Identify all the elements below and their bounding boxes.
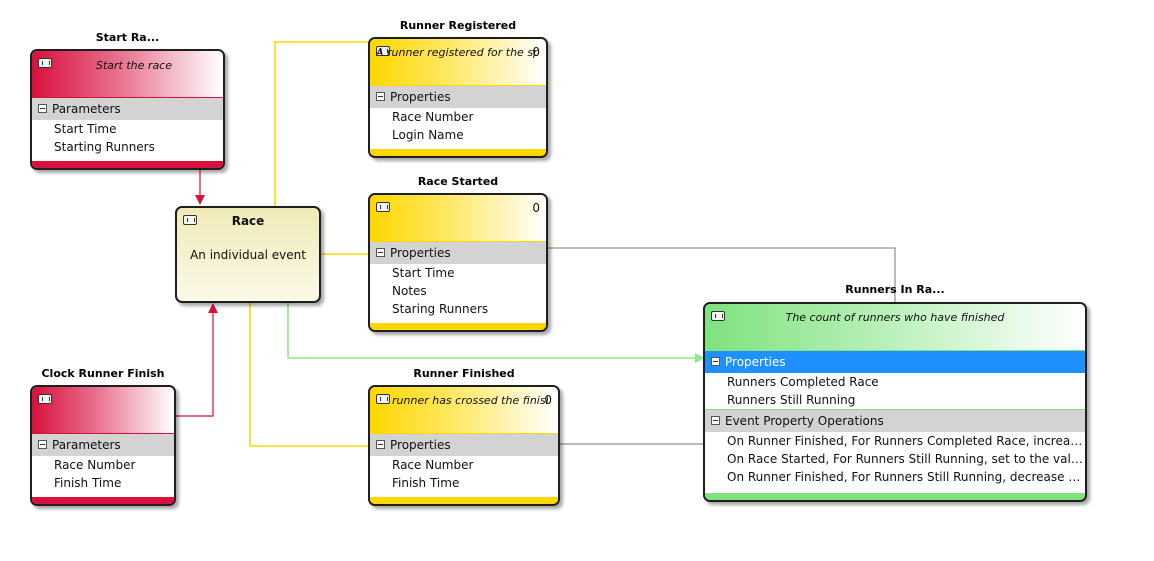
- list-item[interactable]: Start Time: [54, 122, 117, 136]
- projection-icon: [711, 311, 725, 321]
- list-item[interactable]: Runners Completed Race: [727, 375, 879, 389]
- runners-in-race-title: Runners In Ra...: [845, 283, 945, 296]
- runner-finished-node[interactable]: runner has crossed the finish line 0 Pro…: [368, 385, 560, 506]
- race-title: Race: [231, 214, 265, 228]
- node-footer: [370, 149, 546, 156]
- operation-item[interactable]: On Runner Finished, For Runners Complete…: [727, 434, 1085, 448]
- runner-registered-description: A runner registered for the specific...: [376, 46, 538, 59]
- clock-runner-finish-header: [32, 387, 174, 434]
- list-item[interactable]: Starting Runners: [54, 140, 155, 154]
- event-icon: [376, 46, 390, 56]
- section-label: Event Property Operations: [725, 414, 884, 428]
- operation-item[interactable]: On Runner Finished, For Runners Still Ru…: [727, 470, 1085, 484]
- collapse-icon[interactable]: [711, 416, 720, 425]
- section-label: Properties: [390, 90, 451, 104]
- node-footer: [370, 497, 558, 504]
- list-item[interactable]: Staring Runners: [392, 302, 489, 316]
- list-item[interactable]: Login Name: [392, 128, 464, 142]
- clock-runner-finish-node[interactable]: Parameters Race Number Finish Time: [30, 385, 176, 506]
- start-race-header: Start the race: [32, 51, 223, 98]
- connector-race-to-runner-registered: [274, 41, 369, 206]
- list-item[interactable]: Finish Time: [54, 476, 122, 490]
- command-icon: [38, 58, 52, 68]
- runner-registered-properties-header[interactable]: Properties: [370, 86, 546, 108]
- section-label: Properties: [390, 438, 451, 452]
- race-node[interactable]: Race An individual event: [175, 206, 321, 303]
- section-label: Properties: [725, 355, 786, 369]
- collapse-icon[interactable]: [376, 92, 385, 101]
- node-footer: [705, 493, 1085, 500]
- command-icon: [38, 394, 52, 404]
- runners-in-race-description: The count of runners who have finished: [785, 311, 1005, 324]
- section-label: Parameters: [52, 102, 121, 116]
- race-started-header: 0: [370, 195, 546, 242]
- list-item[interactable]: Notes: [392, 284, 427, 298]
- start-race-parameters-header[interactable]: Parameters: [32, 98, 223, 120]
- list-item[interactable]: Start Time: [392, 266, 455, 280]
- runner-registered-header: A runner registered for the specific... …: [370, 39, 546, 86]
- list-item[interactable]: Race Number: [54, 458, 136, 472]
- list-item[interactable]: Finish Time: [392, 476, 460, 490]
- node-footer: [370, 323, 546, 330]
- runner-registered-count: 0: [532, 45, 540, 59]
- list-item[interactable]: Race Number: [392, 110, 474, 124]
- runner-finished-description: runner has crossed the finish line: [392, 394, 548, 407]
- race-description: An individual event: [190, 248, 306, 262]
- aggregate-icon: [183, 215, 197, 225]
- race-started-count: 0: [532, 201, 540, 215]
- clock-runner-finish-title: Clock Runner Finish: [41, 367, 165, 380]
- start-race-title: Start Ra...: [95, 31, 160, 44]
- runner-finished-title: Runner Finished: [413, 367, 515, 380]
- start-race-node[interactable]: Start the race Parameters Start Time Sta…: [30, 49, 225, 170]
- start-race-description: Start the race: [96, 59, 172, 72]
- event-icon: [376, 202, 390, 212]
- runners-in-race-node[interactable]: The count of runners who have finished P…: [703, 302, 1087, 502]
- event-icon: [376, 394, 390, 404]
- list-item[interactable]: Runners Still Running: [727, 393, 856, 407]
- section-label: Parameters: [52, 438, 121, 452]
- operation-item[interactable]: On Race Started, For Runners Still Runni…: [727, 452, 1085, 466]
- race-started-title: Race Started: [417, 175, 499, 188]
- collapse-icon[interactable]: [376, 248, 385, 257]
- runner-finished-count: 0: [544, 393, 552, 407]
- clock-runner-finish-parameters-header[interactable]: Parameters: [32, 434, 174, 456]
- runners-in-race-header: The count of runners who have finished: [705, 304, 1085, 351]
- connector-race-to-runner-finished: [249, 303, 369, 447]
- runner-finished-properties-header[interactable]: Properties: [370, 434, 558, 456]
- section-label: Properties: [390, 246, 451, 260]
- runner-registered-node[interactable]: A runner registered for the specific... …: [368, 37, 548, 158]
- collapse-icon[interactable]: [376, 440, 385, 449]
- race-started-properties-header[interactable]: Properties: [370, 242, 546, 264]
- node-footer: [32, 161, 223, 168]
- node-footer: [32, 497, 174, 504]
- runner-registered-title: Runner Registered: [399, 19, 517, 32]
- divider: [705, 409, 1085, 410]
- race-started-node[interactable]: 0 Properties Start Time Notes Staring Ru…: [368, 193, 548, 332]
- runners-in-race-properties-header[interactable]: Properties: [705, 351, 1085, 373]
- runner-finished-header: runner has crossed the finish line 0: [370, 387, 558, 434]
- connector-clock-finish-to-race: [176, 303, 218, 417]
- collapse-icon[interactable]: [38, 440, 47, 449]
- collapse-icon[interactable]: [711, 357, 720, 366]
- list-item[interactable]: Race Number: [392, 458, 474, 472]
- collapse-icon[interactable]: [38, 104, 47, 113]
- runners-in-race-operations-header[interactable]: Event Property Operations: [705, 410, 1085, 432]
